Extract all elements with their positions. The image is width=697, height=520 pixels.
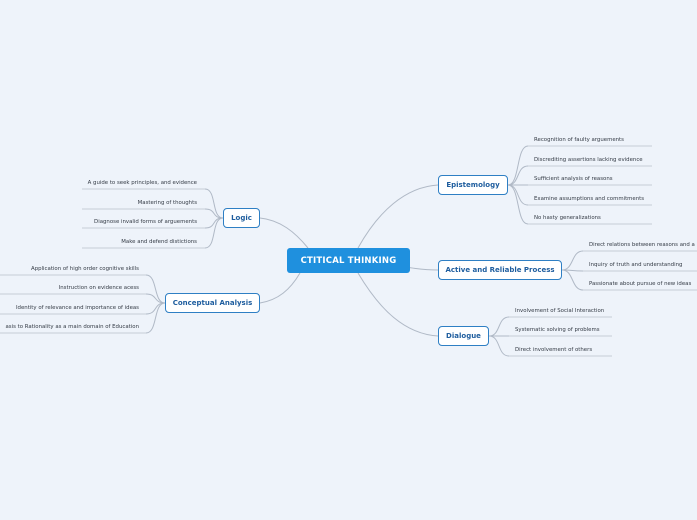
sub-topic[interactable]: Passionate about pursue of new ideas (589, 281, 692, 287)
branch-conceptual-analysis[interactable]: Conceptual Analysis (165, 293, 260, 313)
branch-dialogue[interactable]: Dialogue (438, 326, 489, 346)
branch-connector (357, 272, 439, 337)
sub-topic[interactable]: asis to Rationality as a main domain of … (5, 324, 139, 330)
sub-topic[interactable]: Discrediting assertions lacking evidence (534, 157, 643, 163)
sub-connector (507, 184, 529, 206)
sub-connector (204, 208, 224, 219)
sub-connector (145, 293, 166, 304)
sub-connector (561, 250, 584, 271)
sub-topic[interactable]: Direct involvement of others (515, 347, 593, 353)
central-topic[interactable]: CTITICAL THINKING (287, 248, 410, 273)
sub-topic[interactable]: Make and defend distictions (121, 239, 197, 245)
branch-connector (357, 184, 439, 249)
sub-connector (204, 188, 224, 219)
sub-connector (507, 145, 529, 186)
sub-topic[interactable]: Identity of relevance and importance of … (15, 305, 139, 311)
sub-connector (561, 269, 584, 291)
sub-connector (488, 316, 510, 337)
sub-topic[interactable]: Mastering of thoughts (137, 200, 197, 206)
sub-topic[interactable]: Application of high order cognitive skil… (31, 266, 139, 272)
sub-topic[interactable]: Instruction on evidence acess (58, 285, 139, 291)
branch-logic[interactable]: Logic (223, 208, 260, 228)
sub-connector (145, 302, 166, 315)
sub-topic[interactable]: Recognition of faulty arguements (534, 137, 624, 143)
sub-topic[interactable]: Examine assumptions and commitments (534, 196, 645, 202)
sub-topic[interactable]: Systematic solving of problems (515, 327, 600, 333)
sub-topic[interactable]: No hasty generalizations (534, 215, 601, 221)
sub-connector (145, 274, 166, 304)
branch-active-reliable-process[interactable]: Active and Reliable Process (438, 260, 562, 280)
sub-topic[interactable]: A guide to seek principles, and evidence (87, 180, 197, 186)
sub-topic[interactable]: Direct relations between reasons and a (589, 242, 695, 248)
sub-connector (145, 302, 166, 334)
sub-topic[interactable]: Sufficient analysis of reasons (534, 176, 613, 182)
sub-topic[interactable]: Diagnose invalid forms of arguements (94, 219, 197, 225)
sub-connector (507, 184, 529, 225)
sub-connector (488, 335, 510, 357)
sub-connector (204, 217, 224, 249)
sub-connector (507, 165, 529, 186)
sub-topic[interactable]: Involvement of Social Interaction (515, 308, 605, 314)
branch-connector (259, 217, 309, 249)
sub-topic[interactable]: Inquiry of truth and understanding (589, 262, 683, 268)
branch-epistemology[interactable]: Epistemology (438, 175, 508, 195)
sub-connector (204, 217, 224, 229)
branch-connector (259, 272, 301, 304)
